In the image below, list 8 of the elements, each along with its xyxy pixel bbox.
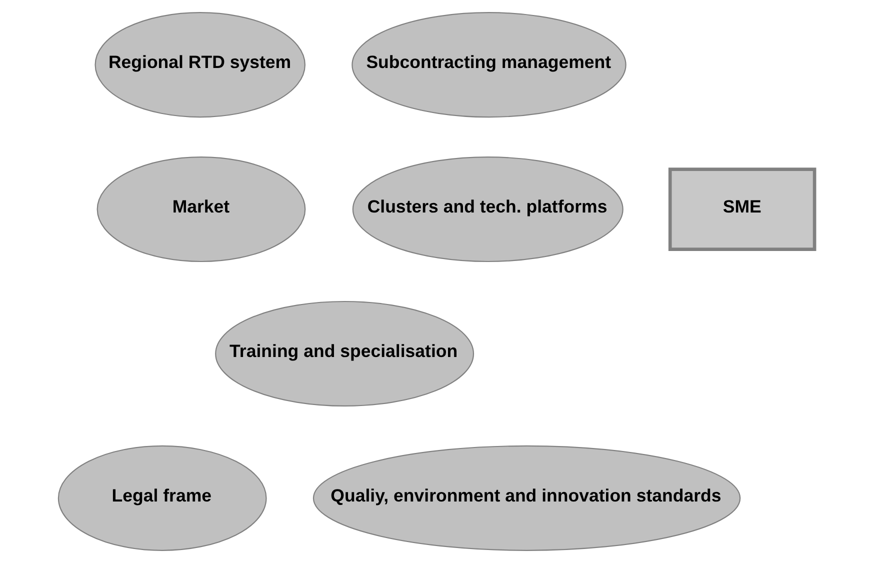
node-ellipse: Market xyxy=(96,156,306,262)
node-ellipse: Qualiy, environment and innovation standards xyxy=(312,445,741,551)
node-ellipse: Clusters and tech. platforms xyxy=(352,156,624,262)
node-ellipse: Regional RTD system xyxy=(94,12,306,118)
node-ellipse: Legal frame xyxy=(58,445,267,551)
node-ellipse: Subcontracting management xyxy=(352,12,626,118)
node-box: SME xyxy=(668,168,816,251)
node-ellipse: Training and specialisation xyxy=(215,300,474,406)
